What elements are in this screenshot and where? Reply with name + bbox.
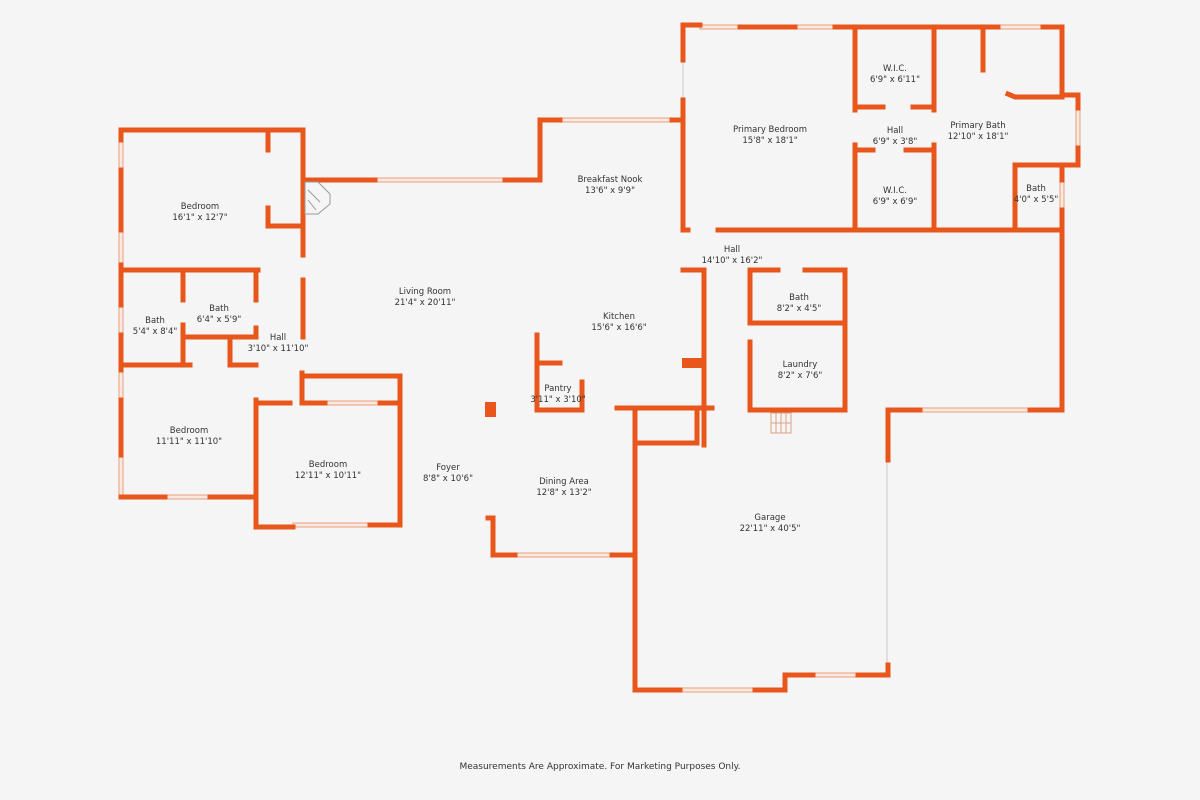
room-name: Pantry [544,384,572,394]
room-name: Kitchen [603,312,635,322]
room-name: Living Room [398,287,452,297]
walls [118,22,1081,693]
room-name: Garage [754,513,786,523]
room-name: Primary Bedroom [733,125,807,135]
room-size: 22'11" x 40'5" [739,524,801,534]
room-size: 6'9" x 6'11" [870,75,920,85]
room-name: Bedroom [308,460,348,470]
room-name: Foyer [436,463,460,473]
room-name: Bath [1026,184,1046,194]
room-name: W.I.C. [883,64,907,74]
room-name: Bath [789,293,809,303]
room-size: 12'11" x 10'11" [294,471,362,481]
room-name: Hall [886,126,904,136]
room-size: 12'10" x 18'1" [947,132,1009,142]
room-wic-2: W.I.C.6'9" x 6'9" [873,186,918,208]
room-size: 5'4" x 8'4" [132,327,178,337]
room-size: 12'8" x 13'2" [536,488,592,498]
room-size: 3'11" x 3'10" [530,395,586,405]
room-name: Dining Area [539,477,589,487]
room-name: Hall [269,333,287,343]
room-size: 14'10" x 16'2" [701,256,763,266]
room-size: 21'4" x 20'11" [394,298,456,308]
room-size: 16'1" x 12'7" [172,213,228,223]
room-size: 11'11" x 11'10" [155,437,223,447]
room-size: 4'0" x 5'5" [1013,195,1059,205]
stairs [770,412,792,434]
room-size: 15'8" x 18'1" [742,136,798,146]
disclaimer-text: Measurements Are Approximate. For Market… [459,762,741,772]
room-name: Laundry [782,360,818,370]
room-name: Bedroom [169,426,209,436]
room-name: Bath [145,316,165,326]
room-size: 8'2" x 7'6" [777,371,823,381]
room-size: 8'2" x 4'5" [776,304,822,314]
room-name: Bedroom [180,202,220,212]
windows [118,24,1081,693]
room-size: 8'8" x 10'6" [423,474,473,484]
room-name: Primary Bath [950,121,1006,131]
room-name: Breakfast Nook [577,175,643,185]
room-size: 6'4" x 5'9" [196,315,242,325]
room-size: 3'10" x 11'10" [247,344,309,354]
room-name: Bath [209,304,229,314]
room-name: Hall [723,245,741,255]
fireplace [304,181,331,215]
room-name: W.I.C. [883,186,907,196]
room-wic-1: W.I.C.6'9" x 6'11" [870,64,920,86]
room-size: 13'6" x 9'9" [585,186,635,196]
room-size: 6'9" x 3'8" [872,137,918,147]
room-size: 6'9" x 6'9" [872,197,918,207]
room-size: 15'6" x 16'6" [591,323,647,333]
